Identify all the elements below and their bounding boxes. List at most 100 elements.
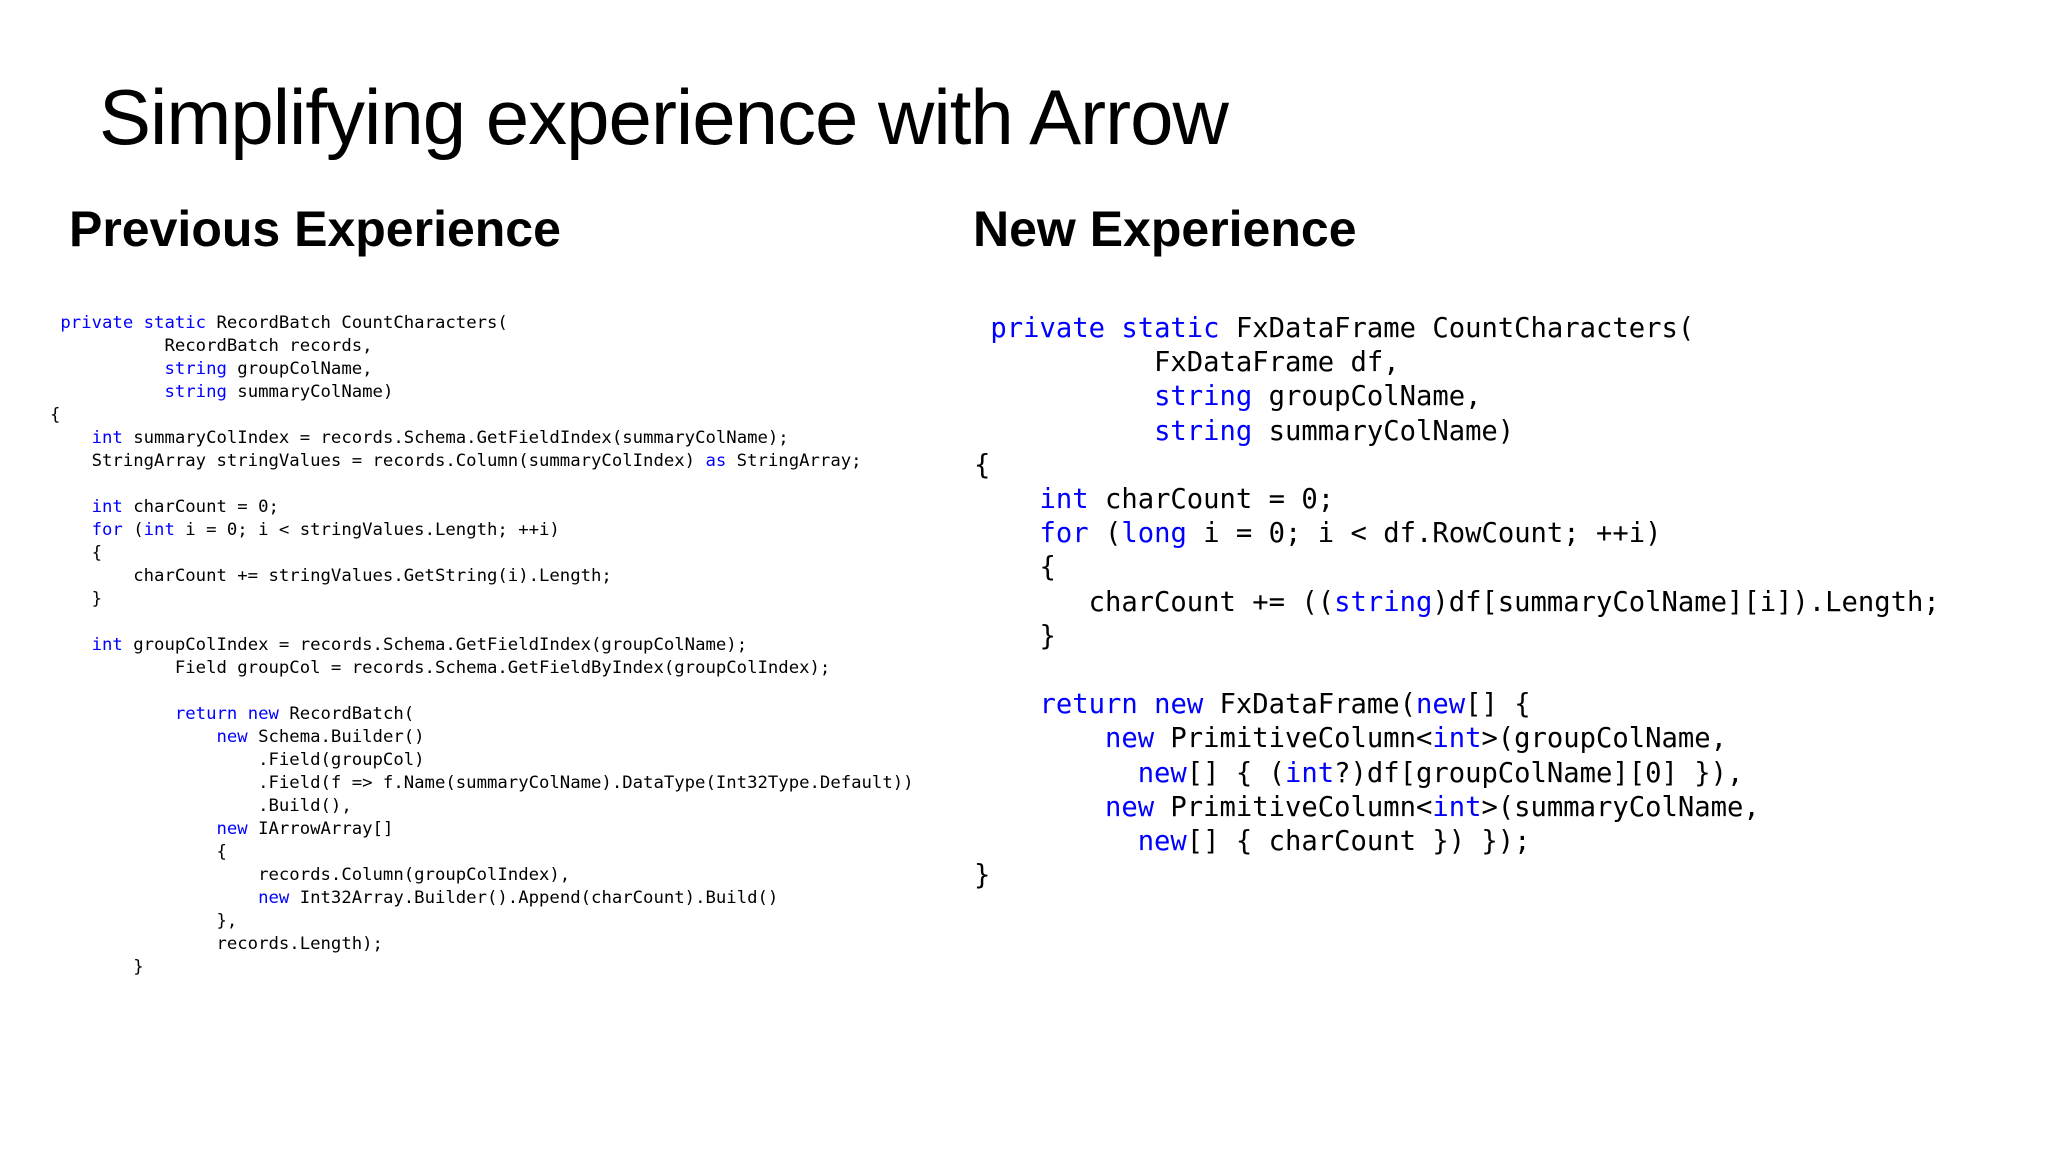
code-keyword: for: [1039, 518, 1089, 550]
code-text: [974, 792, 1105, 823]
code-text: groupColIndex = records.Schema.GetFieldI…: [122, 635, 748, 655]
code-line: charCount += stringValues.GetString(i).L…: [50, 565, 914, 588]
code-text: StringArray stringValues = records.Colum…: [50, 451, 706, 471]
code-keyword: return: [174, 704, 238, 724]
code-text: Int32Array.Builder().Append(charCount).B…: [289, 888, 779, 908]
code-keyword: new: [1415, 689, 1466, 721]
code-text: {: [50, 842, 227, 862]
code-text: [974, 826, 1138, 857]
code-line: records.Column(groupColIndex),: [50, 864, 914, 887]
code-keyword: new: [1137, 826, 1187, 858]
code-line: [974, 654, 1940, 688]
code-keyword: int: [1432, 791, 1482, 823]
code-line: int charCount = 0;: [974, 483, 1940, 517]
code-keyword: int: [1285, 757, 1335, 789]
code-line: }: [50, 588, 914, 611]
code-text: [] { (: [1186, 757, 1286, 789]
code-keyword: new: [1154, 689, 1204, 721]
code-text: [] {: [1465, 689, 1531, 721]
code-line: {: [974, 449, 1940, 483]
code-text: {: [50, 405, 61, 425]
code-text: [974, 723, 1105, 754]
code-text: charCount += stringValues.GetString(i).L…: [50, 566, 612, 586]
previous-experience-heading: Previous Experience: [69, 201, 561, 257]
code-text: PrimitiveColumn<: [1154, 791, 1433, 823]
code-line: {: [50, 841, 914, 864]
code-keyword: int: [91, 428, 123, 448]
code-text: summaryColName): [1252, 415, 1515, 447]
code-text: [133, 313, 143, 333]
code-line: for (int i = 0; i < stringValues.Length;…: [50, 519, 914, 542]
code-keyword: new: [247, 704, 279, 724]
code-line: Field groupCol = records.Schema.GetField…: [50, 657, 914, 680]
code-text: i = 0; i < stringValues.Length; ++i): [174, 520, 560, 540]
code-text: RecordBatch(: [278, 704, 415, 724]
code-keyword: string: [164, 382, 227, 402]
code-keyword: int: [143, 520, 175, 540]
code-line: .Build(),: [50, 795, 914, 818]
code-text: .Build(),: [50, 796, 352, 816]
code-text: {: [974, 552, 1056, 584]
code-line: {: [974, 551, 1940, 585]
code-text: [50, 819, 216, 839]
code-line: [50, 473, 914, 496]
code-text: [50, 359, 164, 379]
code-text: summaryColName): [226, 382, 394, 402]
new-code-block: private static FxDataFrame CountCharacte…: [974, 312, 1940, 893]
code-text: IArrowArray[]: [247, 819, 394, 839]
code-line: new Schema.Builder(): [50, 726, 914, 749]
code-text: [50, 704, 175, 724]
code-line: records.Length);: [50, 933, 914, 956]
code-text: {: [974, 449, 991, 481]
code-text: [974, 484, 1039, 515]
code-line: StringArray stringValues = records.Colum…: [50, 450, 914, 473]
code-line: string groupColName,: [974, 380, 1940, 414]
code-text: RecordBatch records,: [50, 336, 373, 356]
code-line: return new FxDataFrame(new[] {: [974, 688, 1940, 722]
code-text: [50, 428, 92, 448]
code-text: Schema.Builder(): [247, 727, 425, 747]
code-line: }: [974, 620, 1940, 654]
code-text: (: [122, 520, 144, 540]
code-keyword: int: [91, 497, 123, 517]
code-keyword: int: [91, 635, 123, 655]
code-line: RecordBatch records,: [50, 335, 914, 358]
code-text: FxDataFrame(: [1203, 689, 1416, 721]
code-text: records.Column(groupColIndex),: [50, 865, 571, 885]
code-line: return new RecordBatch(: [50, 703, 914, 726]
previous-code-block: private static RecordBatch CountCharacte…: [50, 312, 914, 979]
code-keyword: string: [1154, 381, 1253, 413]
code-keyword: new: [216, 819, 248, 839]
code-text: summaryColIndex = records.Schema.GetFiel…: [122, 428, 789, 448]
code-text: )df[summaryColName][i]).Length;: [1432, 586, 1940, 618]
code-text: [237, 704, 247, 724]
code-text: groupColName,: [226, 359, 373, 379]
code-text: }: [974, 860, 991, 892]
code-text: >(groupColName,: [1481, 723, 1727, 755]
code-line: [50, 680, 914, 703]
code-line: new Int32Array.Builder().Append(charCoun…: [50, 887, 914, 910]
code-text: charCount = 0;: [122, 497, 279, 517]
code-text: PrimitiveColumn<: [1154, 723, 1433, 755]
code-keyword: long: [1121, 518, 1187, 550]
code-text: charCount += ((: [974, 586, 1335, 618]
code-line: new IArrowArray[]: [50, 818, 914, 841]
code-line: FxDataFrame df,: [974, 346, 1940, 380]
code-keyword: string: [1334, 586, 1433, 618]
code-text: .Field(f => f.Name(summaryColName).DataT…: [50, 773, 914, 793]
code-keyword: new: [1137, 757, 1187, 789]
code-text: [974, 518, 1039, 549]
code-line: .Field(f => f.Name(summaryColName).DataT…: [50, 772, 914, 795]
code-keyword: return: [1039, 689, 1138, 721]
code-text: [974, 313, 990, 344]
code-keyword: for: [91, 520, 123, 540]
code-line: {: [50, 404, 914, 427]
code-text: },: [50, 911, 238, 931]
code-text: records.Length);: [50, 934, 383, 954]
code-text: [974, 416, 1154, 447]
code-keyword: static: [1121, 313, 1220, 344]
code-keyword: string: [164, 359, 227, 379]
code-line: }: [50, 956, 914, 979]
code-keyword: as: [705, 451, 727, 471]
code-line: private static RecordBatch CountCharacte…: [50, 312, 914, 335]
